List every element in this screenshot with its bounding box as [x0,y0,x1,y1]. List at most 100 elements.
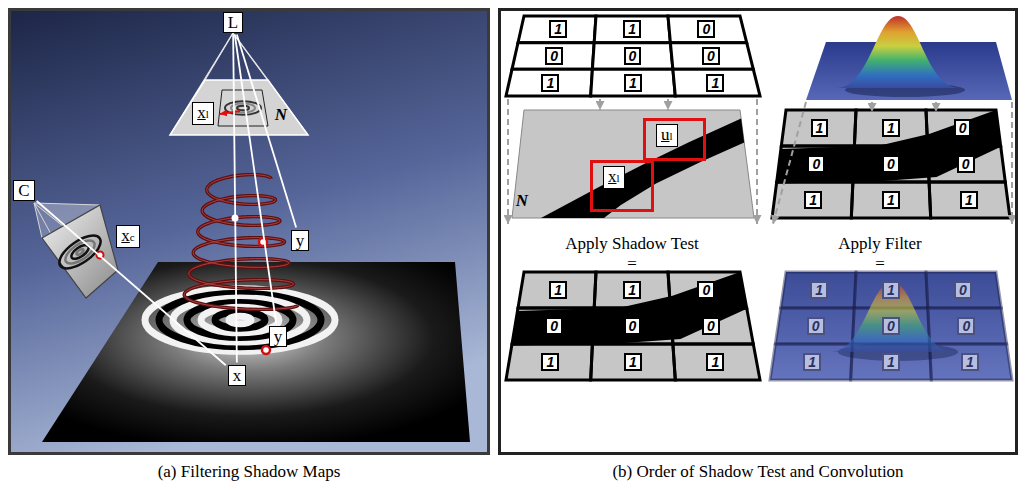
grid-cell [781,110,856,146]
cell-value: 0 [702,47,720,65]
cell-value: 0 [697,281,715,299]
point-label: xl [192,102,214,125]
shadow-band [541,119,744,218]
cell-value: 1 [882,353,900,371]
grid-cell [928,146,1006,182]
symbol-label: ul [656,124,678,147]
projection-arrow [1011,102,1013,224]
light-ray [233,35,237,363]
test-result-image [506,272,760,380]
cell-value: 0 [957,317,975,335]
grid-cell [591,344,676,380]
grid-cell [668,16,747,43]
cell-value: 0 [545,317,563,335]
cell-value: 1 [810,281,828,299]
grid-cell [592,43,673,70]
cell-value: 1 [804,191,822,209]
cell-value: 1 [882,119,900,137]
grid-cell [591,69,676,96]
point-label: y [291,230,310,251]
cell-value: 0 [807,317,825,335]
image-ring [76,248,85,256]
image-ring [54,229,106,274]
cell-value: 0 [624,47,642,65]
cell-value: 0 [702,317,720,335]
cell-value: 0 [807,155,825,173]
test-result-image [772,110,1010,218]
symbol-label: C [13,180,34,201]
projection-arrow [871,102,873,112]
cell-value: 1 [549,281,567,299]
grid-cell [512,308,594,344]
cell-value: 0 [954,119,972,137]
grid-cell [770,344,852,380]
symbol-label: xl [603,166,625,189]
panel-background [8,8,490,455]
cell-value: 0 [882,155,900,173]
grid-cell [506,344,592,380]
cell-value: 1 [541,74,559,92]
cell-value: 1 [541,353,559,371]
panel-caption: (b) Order of Shadow Test and Convolution [501,462,1015,482]
point-label: y [269,326,288,347]
shadow-ring [229,316,251,323]
cell-value: 1 [961,353,979,371]
point-dot [262,346,270,354]
shadow-ring [159,293,321,346]
cell-value: 1 [624,74,642,92]
grid-cell [673,344,760,380]
symbol-label: y [269,326,288,347]
cell-value: 1 [623,20,641,38]
point-label: xc [116,225,139,248]
projection-arrow [935,102,937,112]
symbol-label: xc [116,225,139,248]
projection-arrow [756,99,758,224]
gaussian-surface [836,16,960,88]
grid-cell [670,43,753,70]
map-name: N [516,191,528,210]
symbol-label: L [223,12,243,33]
grid-cell [594,16,670,43]
cell-value: 1 [811,119,829,137]
symbol-label: y [291,230,310,251]
region-box: ul [643,118,706,161]
region-box: xl [590,160,654,212]
shadow-map-image [512,110,754,218]
grid-cell [506,69,592,96]
symbol-label: xl [192,102,214,125]
projection-arrow [507,99,509,224]
grid-cell [512,43,594,70]
grid-cell [594,272,670,308]
grid-cell [775,308,854,344]
step-label: Apply Shadow Test [565,234,699,253]
cell-value: 0 [697,20,715,38]
red-arrow [220,111,240,114]
projection-arrow [773,102,806,224]
step-label: Apply Filter [838,234,922,253]
grid-cell [926,110,1001,146]
cell-value: 1 [624,353,642,371]
cell-value: 1 [623,281,641,299]
equals-sign: = [627,254,637,273]
point-label: C [13,180,34,201]
cell-value: 0 [954,281,972,299]
grid-cell [929,182,1010,218]
cell-value: 1 [882,191,900,209]
projection-arrow [599,99,601,110]
figure-panel: (b) Order of Shadow Test and Convolution… [498,8,1018,455]
cell-value: 0 [882,317,900,335]
grid-cell [673,69,760,96]
image-plane [42,205,118,298]
point-label: x [228,365,247,386]
light-ray [235,35,276,324]
cell-value: 0 [624,317,642,335]
shadow-map-ring [237,106,249,111]
panel-background [498,8,1018,455]
figure-panel: (a) Filtering Shadow MapsLxlCxcyyx [8,8,490,455]
grid-cell [668,272,747,308]
grid-cell [926,272,1001,308]
cell-value: 1 [706,74,724,92]
grid-cell [781,272,856,308]
cell-value: 1 [549,20,567,38]
grid-cell [853,146,929,182]
